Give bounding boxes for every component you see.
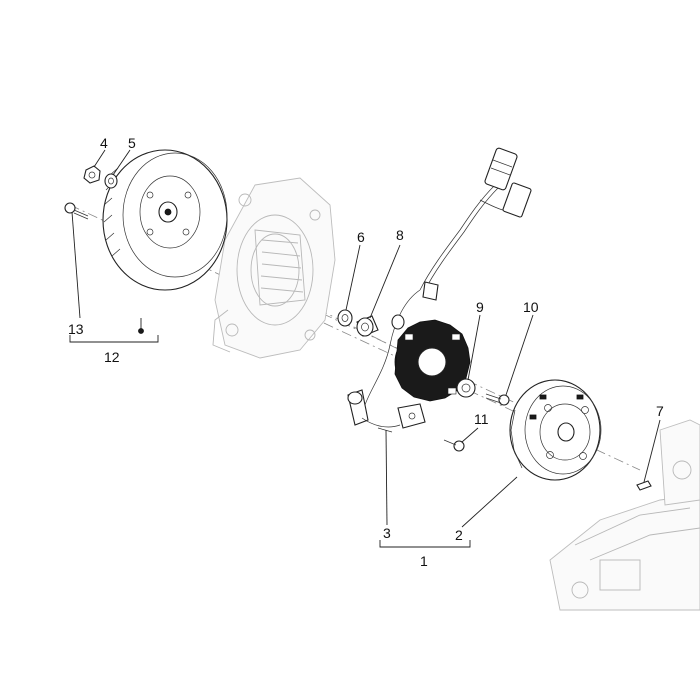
sensor-screw: [443, 439, 465, 452]
flywheel-washer: [104, 173, 118, 189]
assembly-dot-marker: [138, 328, 144, 334]
flywheel-nut: [83, 165, 101, 184]
callout-2: 2: [455, 527, 463, 543]
callout-6: 6: [357, 229, 365, 245]
flywheel-fan: [102, 149, 228, 291]
rotor-flywheel: [509, 379, 602, 481]
callout-10: 10: [523, 299, 539, 315]
callout-4: 4: [100, 135, 108, 151]
callout-8: 8: [396, 227, 404, 243]
stator-washer: [456, 378, 476, 398]
stator-screw: [485, 393, 510, 406]
callout-1: 1: [420, 553, 428, 569]
spacer-bushing: [356, 315, 379, 337]
callout-11: 11: [474, 411, 489, 427]
callout-5: 5: [128, 135, 136, 151]
engine-block-ghost: [549, 419, 700, 611]
woodruff-key: [636, 480, 652, 491]
stator-coil: [394, 319, 471, 402]
fan-screw: [64, 202, 89, 220]
callout-labels: 4 5 13 12 6 8 9 10 11 7 3 2 1: [68, 135, 664, 569]
callout-12: 12: [104, 349, 120, 365]
oil-seal: [337, 309, 353, 327]
crankcase-cover-ghost: [212, 177, 336, 359]
callout-7: 7: [656, 403, 664, 419]
leader-lines: [69, 149, 661, 548]
callout-3: 3: [383, 525, 391, 541]
pickup-sensor: [347, 389, 426, 433]
callout-9: 9: [476, 299, 484, 315]
stator-wiring-harness: [364, 147, 532, 406]
callout-13: 13: [68, 321, 84, 337]
